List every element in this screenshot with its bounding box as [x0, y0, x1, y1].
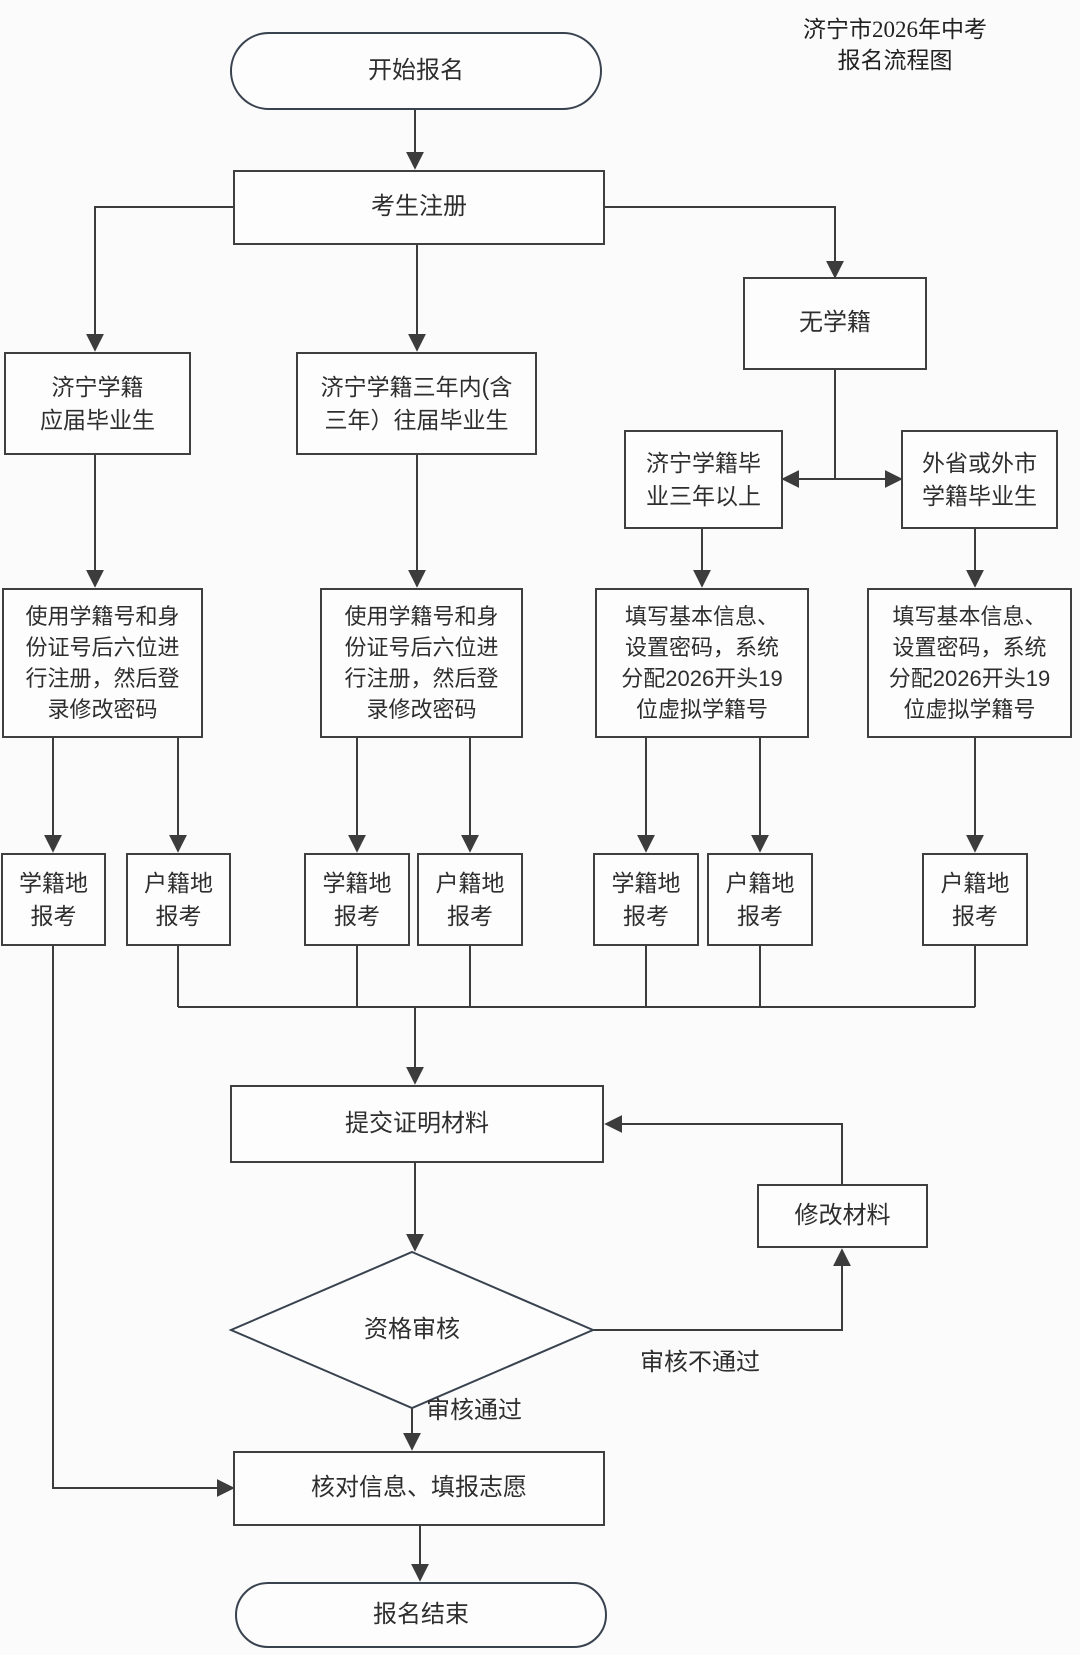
review-diamond-shape — [228, 1250, 596, 1410]
diagram-title: 济宁市2026年中考 报名流程图 — [770, 14, 1020, 76]
node-apply-school-locale-1: 学籍地 报考 — [1, 853, 106, 946]
node-no-student-status: 无学籍 — [743, 277, 927, 370]
node-apply-residence-locale-3: 户籍地 报考 — [707, 853, 813, 946]
node-apply-residence-locale-1: 户籍地 报考 — [126, 853, 231, 946]
edge-label-pass: 审核通过 — [426, 1397, 522, 1424]
node-jining-over-3yr-graduate: 济宁学籍毕 业三年以上 — [624, 430, 783, 529]
node-apply-school-locale-3: 学籍地 报考 — [593, 853, 699, 946]
node-confirm-info: 核对信息、填报志愿 — [233, 1451, 605, 1526]
node-apply-school-locale-2: 学籍地 报考 — [304, 853, 410, 946]
node-modify-materials: 修改材料 — [757, 1184, 928, 1248]
node-end: 报名结束 — [235, 1582, 607, 1648]
node-register-with-student-id-2: 使用学籍号和身 份证号后六位进 行注册，然后登 录修改密码 — [320, 588, 523, 738]
node-out-of-province-graduate: 外省或外市 学籍毕业生 — [901, 430, 1058, 529]
node-jining-within-3yr-graduate: 济宁学籍三年内(含 三年）往届毕业生 — [296, 352, 537, 455]
node-start: 开始报名 — [230, 32, 602, 110]
node-fill-basic-info-2: 填写基本信息、 设置密码，系统 分配2026开头19 位虚拟学籍号 — [867, 588, 1072, 738]
diagram-title-line1: 济宁市2026年中考 — [803, 17, 987, 42]
node-apply-residence-locale-4: 户籍地 报考 — [922, 853, 1028, 946]
node-jining-fresh-graduate: 济宁学籍 应届毕业生 — [4, 352, 191, 455]
node-register-with-student-id-1: 使用学籍号和身 份证号后六位进 行注册，然后登 录修改密码 — [2, 588, 203, 738]
diagram-title-line2: 报名流程图 — [837, 48, 953, 74]
node-review-label: 资格审核 — [364, 1315, 460, 1343]
node-register: 考生注册 — [233, 170, 605, 245]
node-fill-basic-info-1: 填写基本信息、 设置密码，系统 分配2026开头19 位虚拟学籍号 — [595, 588, 809, 738]
node-submit-materials: 提交证明材料 — [230, 1085, 604, 1163]
node-apply-residence-locale-2: 户籍地 报考 — [417, 853, 523, 946]
edge-label-fail: 审核不通过 — [640, 1349, 760, 1376]
